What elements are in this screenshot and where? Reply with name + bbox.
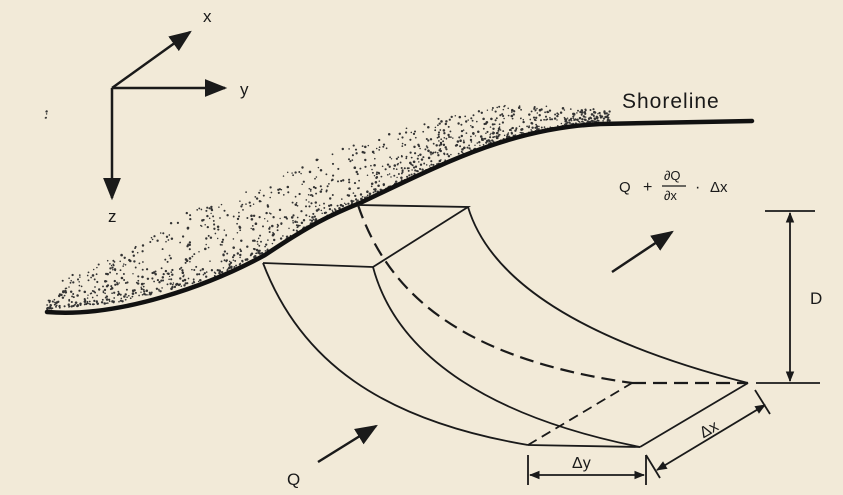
front-left-profile [262,262,529,446]
front-right-profile [372,266,641,448]
bottom-left-edge-hidden [527,382,633,446]
delta-x-left-tick [645,454,661,479]
flux-out-derivative-denominator: ∂x [664,188,677,203]
flux-in-arrow [317,424,378,464]
back-left-profile-hidden [356,204,633,385]
flux-out-arrow [611,230,674,274]
flux-out-derivative-numerator: ∂Q [664,168,681,183]
x-axis-arrow [111,30,192,90]
flux-out-delta-x: Δx [710,179,728,196]
flux-out-expression: Q + ∂Q ∂x · Δx [619,168,728,203]
delta-x-right-tick [754,389,771,415]
delta-x-label: Δx [697,418,722,442]
back-right-profile [467,206,749,384]
flux-out-q: Q [619,179,631,196]
top-face-edges [262,204,472,268]
bottom-right-edge [639,382,749,448]
flux-out-dot: · [695,179,700,196]
bottom-front-edge [527,444,641,448]
depth-label: D [810,289,822,308]
y-axis-label: y [240,80,249,99]
shoreline-label: Shoreline [622,90,720,113]
shoreline-curve [44,118,755,315]
delta-x-arrow [656,404,766,471]
z-axis-label: z [108,207,117,226]
control-volume [262,204,749,448]
coordinate-axes: x y z [103,7,249,226]
delta-x-dimension [645,389,771,479]
x-axis-label: x [203,7,212,26]
flux-out-plus: + [643,179,652,196]
flux-in-label: Q [287,470,300,489]
delta-y-label: Δy [572,455,591,472]
depth-dimension [756,210,820,384]
delta-y-dimension [527,455,647,485]
